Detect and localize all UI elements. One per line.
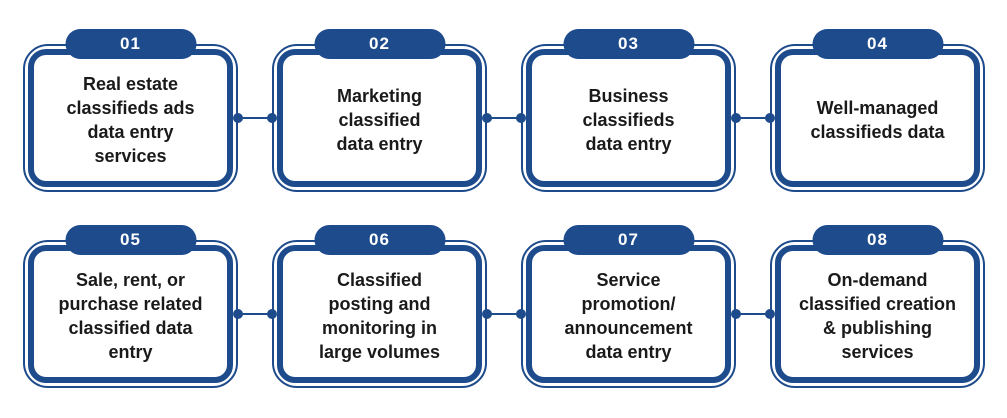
step-number-badge: 01 — [65, 29, 196, 59]
step-box-inner: On-demand classified creation & publishi… — [775, 245, 980, 383]
step-number: 03 — [618, 34, 639, 53]
connector-dot — [516, 309, 526, 319]
step-box-inner: Sale, rent, or purchase related classifi… — [28, 245, 233, 383]
connector-line — [238, 313, 272, 315]
step-number-badge: 03 — [563, 29, 694, 59]
connector-line — [736, 117, 770, 119]
step-box-inner: Real estate classifieds ads data entry s… — [28, 49, 233, 187]
connector-step5-step6 — [233, 309, 277, 319]
step-box: Well-managed classifieds data — [770, 44, 985, 192]
step-card-05: Sale, rent, or purchase related classifi… — [23, 225, 238, 388]
step-box-inner: Service promotion/ announcement data ent… — [526, 245, 731, 383]
step-box: Sale, rent, or purchase related classifi… — [23, 240, 238, 388]
step-box: Service promotion/ announcement data ent… — [521, 240, 736, 388]
step-label: Business classifieds data entry — [582, 86, 675, 154]
step-number: 07 — [618, 230, 639, 249]
connector-line — [238, 117, 272, 119]
step-label: Marketing classified data entry — [336, 86, 423, 154]
step-label: Well-managed classifieds data — [810, 98, 945, 142]
step-number-badge: 02 — [314, 29, 445, 59]
connector-step6-step7 — [482, 309, 526, 319]
connector-step1-step2 — [233, 113, 277, 123]
step-number-badge: 06 — [314, 225, 445, 255]
step-number-badge: 04 — [812, 29, 943, 59]
step-box-inner: Business classifieds data entry — [526, 49, 731, 187]
connector-line — [487, 117, 521, 119]
step-box: Business classifieds data entry — [521, 44, 736, 192]
connector-dot — [267, 113, 277, 123]
step-card-06: Classified posting and monitoring in lar… — [272, 225, 487, 388]
step-card-04: Well-managed classifieds data 04 — [770, 29, 985, 192]
step-number: 05 — [120, 230, 141, 249]
connector-line — [736, 313, 770, 315]
step-number: 02 — [369, 34, 390, 53]
step-card-07: Service promotion/ announcement data ent… — [521, 225, 736, 388]
step-box-inner: Well-managed classifieds data — [775, 49, 980, 187]
step-number-badge: 05 — [65, 225, 196, 255]
step-card-02: Marketing classified data entry 02 — [272, 29, 487, 192]
connector-step7-step8 — [731, 309, 775, 319]
step-box: On-demand classified creation & publishi… — [770, 240, 985, 388]
step-number: 04 — [867, 34, 888, 53]
step-box: Real estate classifieds ads data entry s… — [23, 44, 238, 192]
step-label: Service promotion/ announcement data ent… — [564, 270, 693, 362]
connector-dot — [765, 113, 775, 123]
step-card-03: Business classifieds data entry 03 — [521, 29, 736, 192]
step-box: Marketing classified data entry — [272, 44, 487, 192]
step-number: 06 — [369, 230, 390, 249]
step-label: Sale, rent, or purchase related classifi… — [58, 270, 203, 362]
step-box-inner: Classified posting and monitoring in lar… — [277, 245, 482, 383]
connector-dot — [765, 309, 775, 319]
step-box: Classified posting and monitoring in lar… — [272, 240, 487, 388]
connector-step2-step3 — [482, 113, 526, 123]
connector-step3-step4 — [731, 113, 775, 123]
connector-dot — [516, 113, 526, 123]
connector-dot — [267, 309, 277, 319]
step-label: On-demand classified creation & publishi… — [798, 270, 957, 362]
step-number-badge: 07 — [563, 225, 694, 255]
step-box-inner: Marketing classified data entry — [277, 49, 482, 187]
step-number: 08 — [867, 230, 888, 249]
step-label: Real estate classifieds ads data entry s… — [66, 74, 195, 166]
step-number: 01 — [120, 34, 141, 53]
connector-line — [487, 313, 521, 315]
step-card-08: On-demand classified creation & publishi… — [770, 225, 985, 388]
step-card-01: Real estate classifieds ads data entry s… — [23, 29, 238, 192]
step-label: Classified posting and monitoring in lar… — [318, 270, 441, 362]
step-number-badge: 08 — [812, 225, 943, 255]
